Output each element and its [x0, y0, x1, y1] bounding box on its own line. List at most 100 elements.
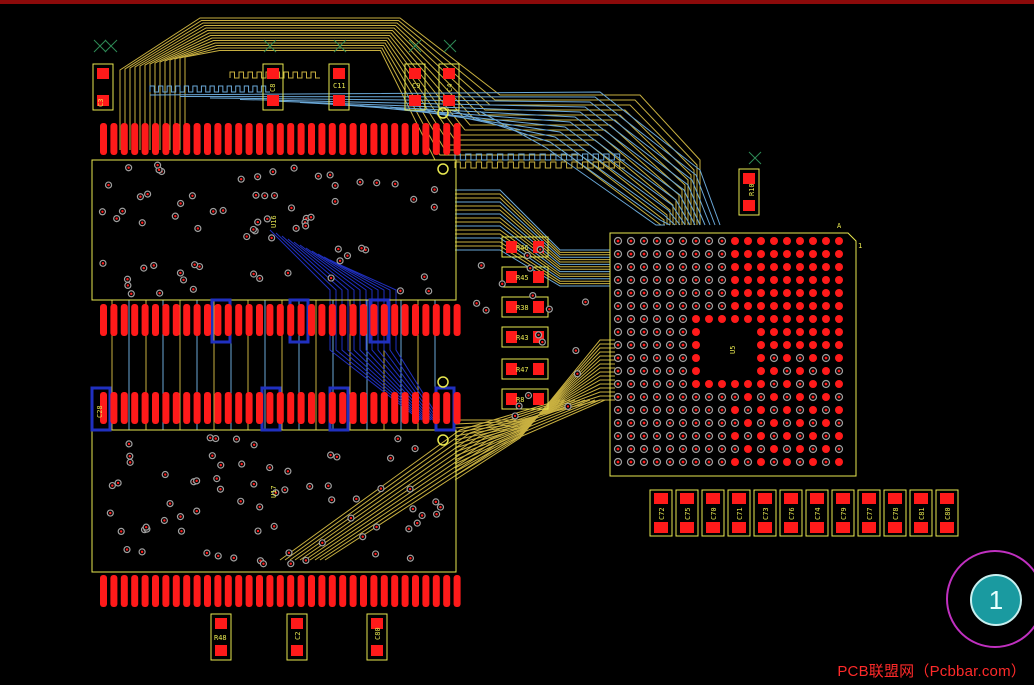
via-core — [196, 227, 200, 230]
bga-ball — [796, 302, 804, 310]
bga-ball — [705, 315, 713, 323]
via-layer — [98, 161, 844, 568]
bga-via-core — [694, 265, 698, 269]
resistor-r10-pad — [743, 200, 755, 211]
ic-pin-top — [276, 304, 284, 336]
cap-row-pad — [940, 493, 954, 504]
ic-pin-top — [370, 304, 378, 336]
bga-via — [665, 236, 675, 246]
bga-ball — [757, 289, 765, 297]
ic-pin-bottom — [120, 392, 128, 424]
cap-c2-outline — [286, 613, 308, 661]
ic-pin-bottom — [349, 575, 357, 607]
bga-via-core — [642, 434, 646, 438]
bga-via-core — [824, 408, 828, 412]
bga-ball — [770, 263, 778, 271]
trace-bundle — [455, 399, 615, 421]
trace-diagonal — [304, 399, 586, 561]
ic-pin-top — [412, 304, 419, 336]
ic-pin-top — [453, 123, 461, 155]
via-core — [328, 173, 332, 177]
via-core — [179, 202, 182, 205]
bga-via-core — [759, 421, 763, 425]
bga-via-core — [733, 421, 737, 425]
bga-via-core — [707, 291, 711, 295]
bga-ball — [796, 367, 804, 375]
bga-ball — [770, 289, 778, 297]
bga-via-core — [824, 460, 828, 464]
bga-via — [834, 366, 844, 376]
bga-via — [730, 444, 740, 454]
via-core — [574, 349, 578, 352]
ic-pin-top — [308, 304, 315, 336]
via-core — [221, 209, 225, 212]
via-core — [209, 436, 212, 440]
via-core — [584, 300, 587, 304]
bga-via-core — [629, 304, 633, 308]
bga-ball — [835, 354, 843, 362]
via-core — [304, 559, 308, 562]
cap-row-pad — [706, 522, 720, 533]
ic-pin-bottom — [380, 575, 388, 607]
trace-blue — [479, 111, 665, 226]
bga-via-core — [707, 395, 711, 399]
trace-blue — [419, 108, 676, 226]
bga-via-core — [681, 330, 685, 334]
bga-via-core — [694, 395, 698, 399]
bga-via-core — [772, 434, 776, 438]
bga-via-core — [629, 356, 633, 360]
via-core — [107, 183, 110, 187]
cap-row-outline — [701, 489, 725, 537]
bga-via-core — [655, 239, 659, 243]
via-core — [338, 259, 342, 263]
bga-via — [639, 262, 649, 272]
series-resistor-pad — [506, 271, 517, 283]
series-resistor-outline — [501, 326, 549, 348]
bga-via — [626, 301, 636, 311]
trace-blue — [209, 97, 711, 226]
bga-ball — [757, 367, 765, 375]
resistor-label-r10: R10 — [748, 183, 756, 196]
via-core — [375, 525, 378, 529]
bga-via — [652, 392, 662, 402]
bga-via — [626, 405, 636, 415]
bga-via-core — [746, 460, 750, 464]
ic-pin-bottom — [162, 575, 170, 607]
trace-blue — [149, 91, 721, 226]
bga-via-core — [655, 395, 659, 399]
via-core — [219, 463, 222, 467]
via-core — [157, 168, 161, 172]
via-core — [125, 548, 129, 551]
cap-row-pad — [784, 522, 798, 533]
via-core — [527, 394, 530, 397]
bga-via-core — [707, 278, 711, 282]
trace-yellow — [169, 42, 671, 225]
cap-c9-pad — [409, 95, 421, 106]
layer-badge[interactable]: 1 — [970, 574, 1022, 626]
via-core — [327, 484, 330, 488]
bga-via — [782, 444, 792, 454]
via-core — [128, 455, 131, 458]
bga-via — [639, 249, 649, 259]
cap-row-outline — [753, 489, 777, 537]
bga-via-core — [720, 304, 724, 308]
bga-ball — [796, 237, 804, 245]
bga-ball — [744, 419, 752, 427]
bga-via-core — [668, 369, 672, 373]
bga-via — [795, 379, 805, 389]
ic-pin-bottom — [235, 392, 243, 424]
cap-c8-pad — [267, 95, 279, 106]
bga-via — [626, 444, 636, 454]
via-core — [412, 198, 415, 201]
ic-pin-top — [100, 123, 107, 155]
cap-row-label: C71 — [736, 507, 744, 520]
bga-via-core — [681, 278, 685, 282]
cap-row-label: C79 — [840, 507, 848, 520]
bga-via-core — [707, 447, 711, 451]
bga-via-core — [642, 265, 646, 269]
bga-ball — [744, 263, 752, 271]
bga-via-core — [824, 434, 828, 438]
via-core — [214, 437, 217, 440]
trace-bundle — [455, 229, 610, 275]
